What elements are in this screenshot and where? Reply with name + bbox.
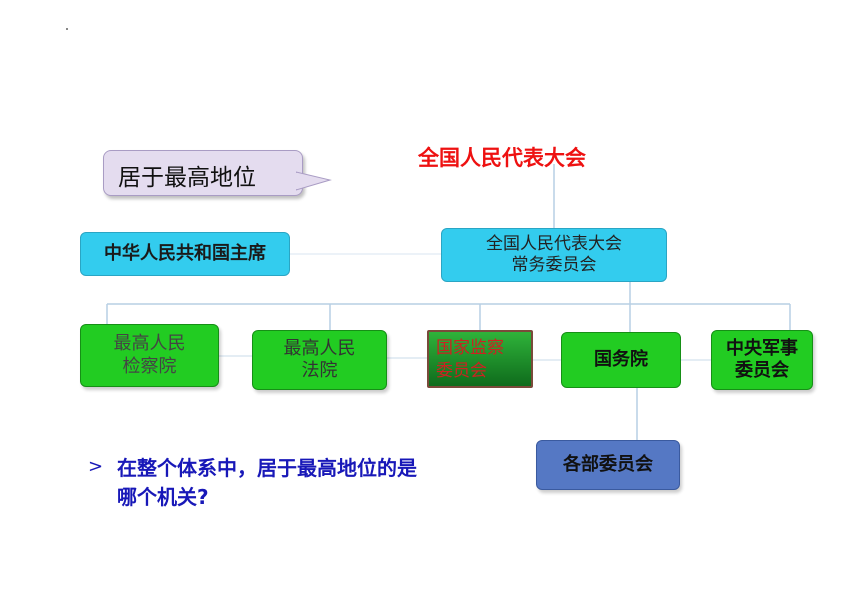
procuratorate-line1: 最高人民 <box>113 333 186 354</box>
corner-dot <box>66 28 68 30</box>
military-line2: 委员会 <box>735 360 789 381</box>
court-line2: 法院 <box>301 360 338 381</box>
question-text: 在整个体系中，居于最高地位的是哪个机关? <box>117 456 417 509</box>
question-marker-icon: > <box>88 456 104 477</box>
court-line1: 最高人民 <box>283 337 356 359</box>
ministries-box: 各部委员会 <box>536 440 680 490</box>
state-council-box: 国务院 <box>561 332 681 388</box>
military-commission-box: 中央军事 委员会 <box>711 330 813 390</box>
standing-committee-box: 全国人民代表大会 常务委员会 <box>441 228 667 282</box>
supervisory-commission-box: 国家监察 委员会 <box>427 330 533 388</box>
procuratorate-line2: 检察院 <box>122 355 177 377</box>
procuratorate-box: 最高人民 检察院 <box>80 324 219 387</box>
callout-tail-icon <box>296 171 332 191</box>
supervisory-line1: 国家监察 <box>436 338 504 358</box>
state-council-label: 国务院 <box>594 348 648 370</box>
callout-bubble: 居于最高地位 <box>103 150 303 196</box>
callout-text: 居于最高地位 <box>118 165 256 191</box>
military-line1: 中央军事 <box>726 337 798 359</box>
president-box: 中华人民共和国主席 <box>80 232 290 276</box>
supervisory-line2: 委员会 <box>436 360 487 381</box>
court-box: 最高人民 法院 <box>252 330 387 390</box>
standing-committee-line2: 常务委员会 <box>511 255 597 275</box>
ministries-label: 各部委员会 <box>563 453 653 475</box>
npc-title: 全国人民代表大会 <box>418 146 586 170</box>
standing-committee-line1: 全国人民代表大会 <box>486 233 622 254</box>
president-label: 中华人民共和国主席 <box>104 242 266 264</box>
